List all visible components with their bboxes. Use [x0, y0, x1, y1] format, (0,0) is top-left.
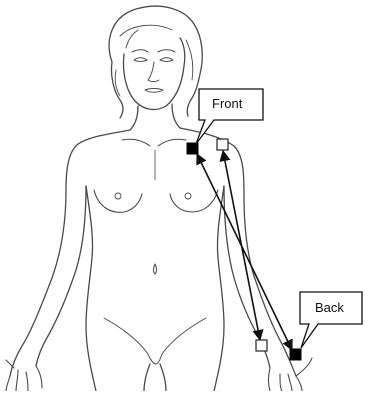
nose [148, 62, 159, 82]
hip-lines [104, 318, 206, 354]
left-shoulder-arm [10, 130, 130, 376]
pubic-region [148, 354, 162, 364]
back-callout: Back [300, 292, 362, 348]
torso-left-side [86, 186, 96, 391]
left-inner-arm [36, 186, 86, 366]
front-callout-label: Front [212, 96, 243, 111]
mouth [145, 89, 163, 93]
left-leg-inner [144, 364, 150, 391]
navel [154, 264, 157, 274]
front-end-marker [256, 340, 267, 351]
clavicles [122, 139, 186, 146]
eyebrows [132, 50, 175, 52]
eyes [134, 58, 173, 62]
front-start-marker [187, 143, 198, 154]
torso-right-side [214, 186, 224, 391]
neck [130, 104, 180, 130]
front-arrow-line [197, 154, 292, 350]
breasts [94, 190, 218, 212]
back-arrow-line [223, 151, 260, 340]
right-nipple [185, 193, 191, 199]
right-leg-inner [160, 364, 166, 391]
back-callout-label: Back [315, 300, 344, 315]
right-shoulder-arm [180, 128, 296, 376]
female-body-figure [6, 6, 312, 391]
back-end-marker [290, 349, 301, 360]
front-callout: Front [196, 89, 263, 144]
back-start-marker [217, 139, 228, 150]
connector-arrows [197, 151, 292, 350]
left-nipple [115, 193, 121, 199]
face-outline [124, 38, 185, 109]
